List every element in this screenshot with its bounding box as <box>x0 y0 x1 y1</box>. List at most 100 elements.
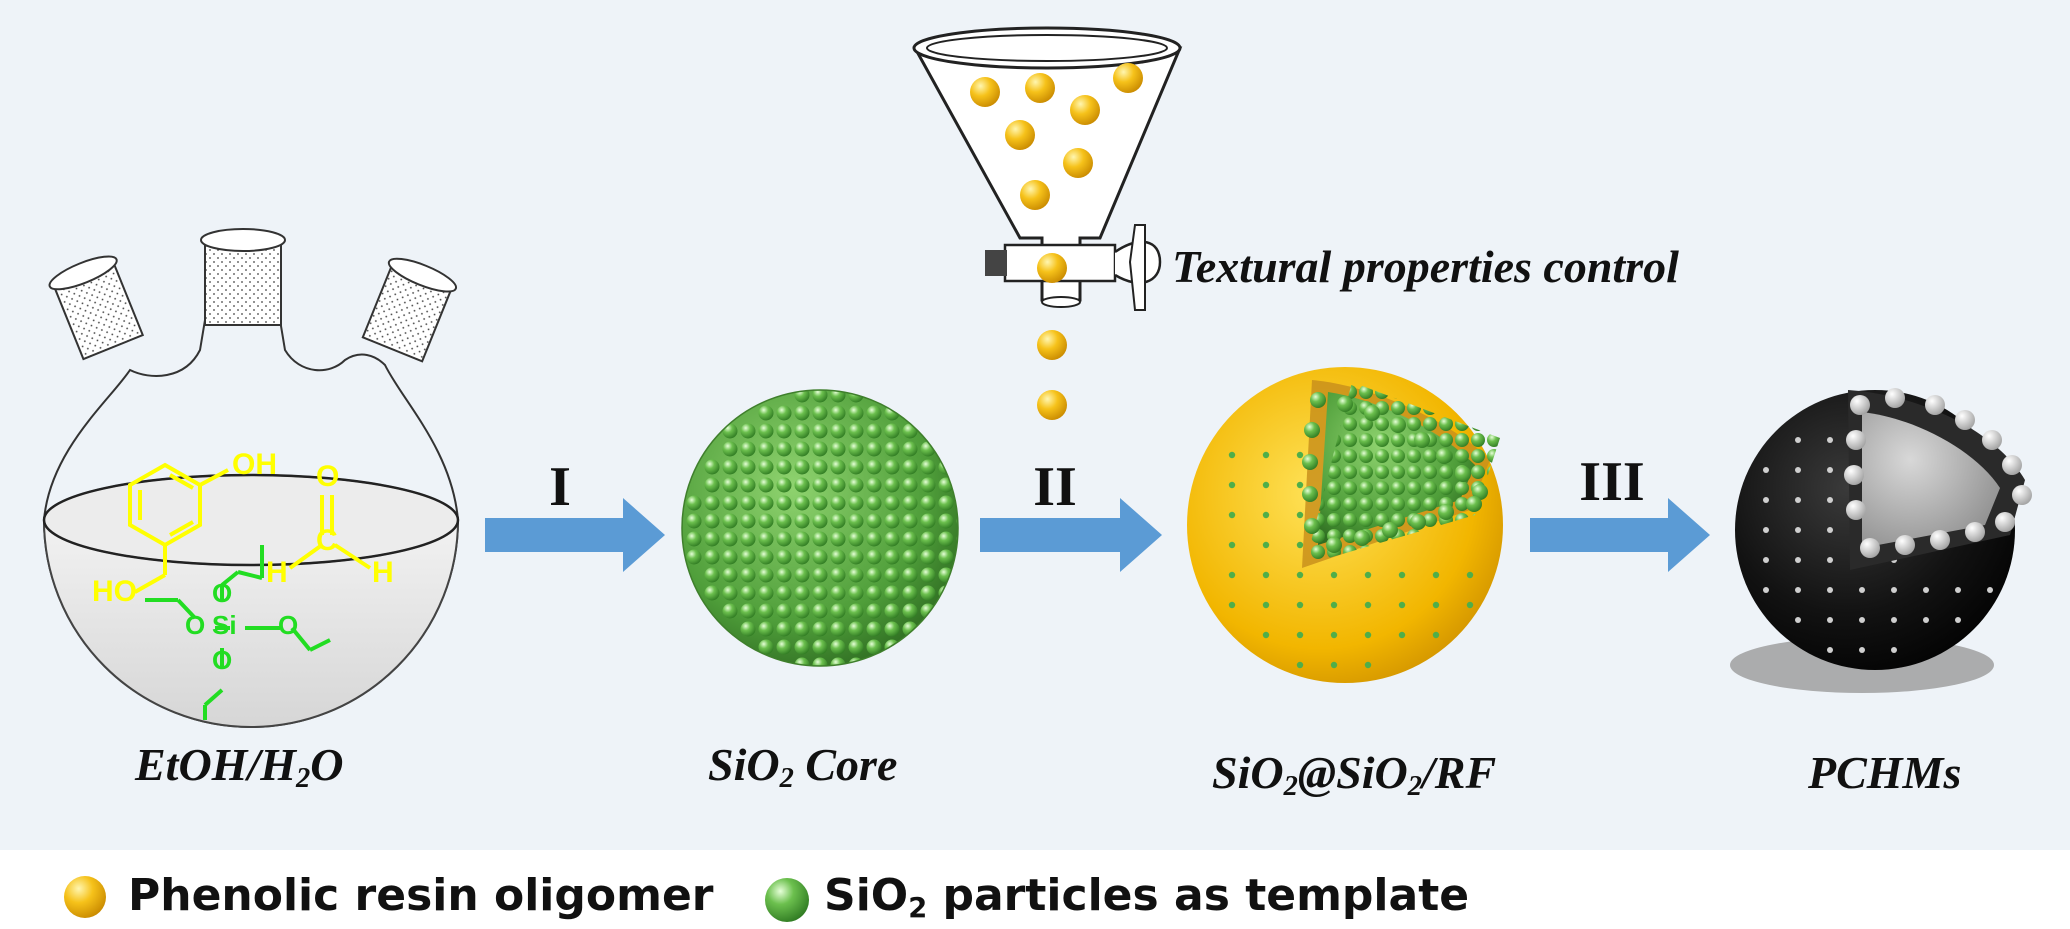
surface-template-dot <box>1262 451 1270 459</box>
shell-template-bead <box>1364 405 1380 421</box>
silica-bead <box>776 423 792 439</box>
surface-template-dot <box>1262 541 1270 549</box>
surface-pore-dot <box>1827 437 1833 443</box>
silica-bead <box>1359 465 1373 479</box>
hollow-pore <box>1965 522 1985 542</box>
surface-template-dot <box>1262 511 1270 519</box>
silica-bead <box>938 495 954 511</box>
silica-bead <box>722 495 738 511</box>
surface-pore-dot <box>1795 587 1801 593</box>
silica-bead <box>848 639 864 655</box>
oligomer-sphere <box>1037 330 1067 360</box>
surface-pore-dot <box>1923 617 1929 623</box>
silica-bead <box>1407 481 1421 495</box>
silica-bead <box>848 495 864 511</box>
stage-label-reaction: EtOH/H2O <box>135 739 344 795</box>
silica-bead <box>812 405 828 421</box>
hollow-pore <box>1850 395 1870 415</box>
surface-pore-dot <box>1923 587 1929 593</box>
surface-pore-dot <box>1795 437 1801 443</box>
hollow-pore <box>1982 430 2002 450</box>
silica-bead <box>1327 497 1341 511</box>
silica-bead <box>1455 497 1469 511</box>
silica-bead <box>830 531 846 547</box>
silica-bead <box>866 405 882 421</box>
hollow-pore <box>1846 500 1866 520</box>
coated-sphere <box>1187 367 1503 683</box>
silica-bead <box>1439 465 1453 479</box>
silica-bead <box>812 549 828 565</box>
surface-pore-dot <box>1859 587 1865 593</box>
silica-bead <box>848 423 864 439</box>
silica-bead <box>920 495 936 511</box>
silica-bead <box>758 567 774 583</box>
silica-bead <box>740 513 756 529</box>
silica-bead <box>884 441 900 457</box>
silica-bead <box>812 657 828 666</box>
silica-bead <box>722 459 738 475</box>
silica-bead <box>848 477 864 493</box>
silica-bead <box>812 531 828 547</box>
silica-bead <box>830 423 846 439</box>
silica-bead <box>758 549 774 565</box>
silica-bead <box>902 495 918 511</box>
silica-bead <box>1359 449 1373 463</box>
silica-bead <box>884 477 900 493</box>
silica-bead <box>1423 481 1437 495</box>
silica-bead <box>740 495 756 511</box>
silica-bead <box>830 405 846 421</box>
silica-bead <box>1375 449 1389 463</box>
silica-bead <box>1471 433 1485 447</box>
surface-template-dot <box>1296 571 1304 579</box>
surface-template-dot <box>1432 571 1440 579</box>
surface-pore-dot <box>1827 557 1833 563</box>
surface-template-dot <box>1330 631 1338 639</box>
surface-template-dot <box>1228 541 1236 549</box>
silica-bead <box>704 531 720 547</box>
silica-bead <box>920 531 936 547</box>
silica-bead <box>776 621 792 637</box>
silica-bead <box>830 621 846 637</box>
silica-bead <box>866 495 882 511</box>
silica-bead <box>848 603 864 619</box>
teos-oxygen-left-label: O <box>185 610 206 640</box>
silica-bead <box>812 390 828 403</box>
surface-template-dot <box>1296 481 1304 489</box>
silica-bead <box>794 603 810 619</box>
hollow-pore <box>1925 395 1945 415</box>
silica-bead <box>884 495 900 511</box>
silica-bead <box>1423 417 1437 431</box>
silica-bead <box>794 549 810 565</box>
silica-bead <box>758 603 774 619</box>
silica-bead <box>902 585 918 601</box>
surface-pore-dot <box>1827 467 1833 473</box>
shell-template-bead <box>1304 518 1320 534</box>
silica-bead <box>776 603 792 619</box>
surface-pore-dot <box>1795 467 1801 473</box>
silica-bead <box>884 513 900 529</box>
silica-bead <box>830 567 846 583</box>
silica-bead <box>686 549 702 565</box>
silica-bead <box>794 423 810 439</box>
silica-bead <box>812 567 828 583</box>
silica-bead <box>1343 449 1357 463</box>
silica-bead <box>830 495 846 511</box>
silica-bead <box>740 549 756 565</box>
hollow-pore <box>2002 455 2022 475</box>
surface-pore-dot <box>1859 647 1865 653</box>
silica-bead <box>1327 481 1341 495</box>
silica-bead <box>1471 449 1485 463</box>
silica-bead <box>794 441 810 457</box>
silica-bead <box>1359 497 1373 511</box>
silica-bead <box>722 531 738 547</box>
teos-oxygen-top-label: O <box>212 578 233 608</box>
silica-bead <box>794 639 810 655</box>
surface-template-dot <box>1432 601 1440 609</box>
silica-bead <box>794 585 810 601</box>
aldehyde-h-right-label: H <box>372 556 394 589</box>
surface-pore-dot <box>1763 497 1769 503</box>
silica-bead <box>1407 465 1421 479</box>
shell-template-bead <box>1337 396 1353 412</box>
silica-bead <box>758 441 774 457</box>
silica-bead <box>812 513 828 529</box>
